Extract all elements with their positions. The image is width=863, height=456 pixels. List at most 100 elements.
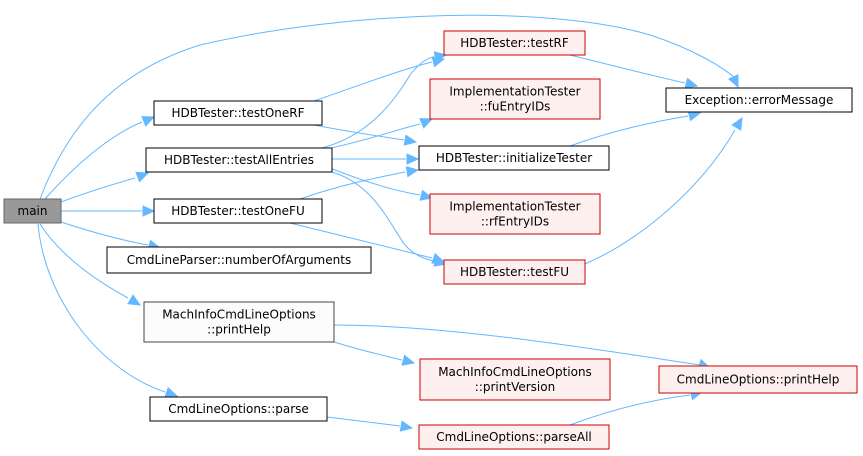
node-printVersion[interactable]: MachInfoCmdLineOptions::printVersion (419, 358, 611, 401)
node-box (106, 246, 372, 274)
arrowhead-icon (164, 386, 179, 398)
edge-main-to-numberOfArguments (57, 220, 162, 251)
node-testOneFU[interactable]: HDBTester::testOneFU (153, 198, 323, 224)
node-label: HDBTester::testAllEntries (164, 153, 314, 167)
node-label: ::printHelp (207, 323, 271, 337)
nodes-layer: main HDBTester::testOneRFHDBTester::testA… (3, 30, 858, 450)
node-box (153, 100, 323, 126)
node-box (658, 365, 858, 394)
edge-line (299, 171, 406, 200)
node-box (429, 193, 601, 235)
edge-line (57, 177, 136, 204)
node-box (418, 145, 610, 171)
node-label: HDBTester::initializeTester (436, 151, 592, 165)
arrowhead-icon (141, 116, 156, 127)
node-label: ImplementationTester (449, 85, 580, 99)
edge-main-to-testOneFU (58, 205, 156, 217)
edge-line (39, 14, 736, 200)
node-label: CmdLineParser::numberOfArguments (127, 253, 351, 267)
node-box (143, 301, 335, 343)
arrowhead-icon (728, 74, 739, 89)
node-cmdPrintHelp[interactable]: CmdLineOptions::printHelp (658, 365, 858, 394)
edge-line (329, 167, 421, 196)
edge-line (321, 123, 421, 151)
edge-line (37, 223, 166, 393)
node-testFU[interactable]: HDBTester::testFU (443, 259, 586, 285)
edge-main-to-machPrintHelp (39, 223, 142, 306)
arrowhead-icon (405, 166, 420, 178)
node-label: MachInfoCmdLineOptions (162, 308, 316, 322)
node-parseAll[interactable]: CmdLineOptions::parseAll (418, 424, 610, 450)
edge-line (321, 56, 435, 149)
edge-testOneRF-to-testRF (313, 56, 446, 102)
node-initializeTester[interactable]: HDBTester::initializeTester (418, 145, 610, 171)
node-numberOfArguments[interactable]: CmdLineParser::numberOfArguments (106, 246, 372, 274)
edge-line (333, 324, 701, 366)
arrowhead-icon (731, 116, 743, 131)
node-box (145, 147, 333, 173)
edge-testAllEntries-to-testRF (321, 51, 448, 149)
node-rfEntryIDs[interactable]: ImplementationTester::rfEntryIDs (429, 193, 601, 235)
edge-testAllEntries-to-fuEntryIDs (321, 118, 434, 151)
edge-main-to-testAllEntries (57, 171, 150, 204)
arrowhead-icon (142, 205, 156, 217)
edge-parse-to-parseAll (326, 416, 414, 432)
node-box (443, 30, 586, 56)
arrowhead-icon (127, 294, 142, 306)
edge-testOneFU-to-initializeTester (299, 166, 420, 200)
node-box (153, 198, 323, 224)
node-label: HDBTester::testRF (460, 36, 569, 50)
node-label: ::printVersion (475, 380, 555, 394)
node-machPrintHelp[interactable]: MachInfoCmdLineOptions::printHelp (143, 301, 335, 343)
edge-line (44, 121, 143, 200)
node-label: ImplementationTester (449, 200, 580, 214)
node-label: HDBTester::testOneRF (171, 106, 304, 120)
node-errorMessage[interactable]: Exception::errorMessage (665, 87, 853, 113)
edge-testAllEntries-to-rfEntryIDs (329, 167, 434, 201)
node-box (149, 396, 328, 422)
node-label: ::rfEntryIDs (481, 215, 549, 229)
edge-line (333, 341, 403, 361)
arrowhead-icon (403, 134, 418, 146)
node-label: main (18, 204, 48, 218)
edge-main-to-errorMessage (39, 14, 739, 200)
edge-line (313, 61, 433, 102)
edge-line (331, 171, 435, 262)
edge-line (57, 220, 149, 246)
edge-main-to-testOneRF (44, 116, 156, 200)
node-testAllEntries[interactable]: HDBTester::testAllEntries (145, 147, 333, 173)
node-label: HDBTester::testFU (460, 265, 569, 279)
node-box (419, 358, 611, 401)
edge-line (289, 222, 433, 259)
node-label: HDBTester::testOneFU (171, 204, 304, 218)
node-testRF[interactable]: HDBTester::testRF (443, 30, 586, 56)
arrowhead-icon (419, 118, 434, 129)
arrowhead-icon (433, 51, 448, 63)
edge-line (584, 129, 736, 265)
arrowhead-icon (431, 252, 446, 264)
edge-line (39, 223, 129, 299)
arrowhead-icon (684, 77, 699, 89)
arrowhead-icon (419, 189, 434, 201)
edge-testOneFU-to-testFU (289, 222, 446, 264)
node-label: CmdLineOptions::parseAll (436, 430, 592, 444)
node-label: CmdLineOptions::printHelp (677, 373, 840, 387)
edge-line (313, 124, 405, 141)
node-fuEntryIDs[interactable]: ImplementationTester::fuEntryIDs (429, 78, 601, 120)
node-box (429, 78, 601, 120)
node-label: CmdLineOptions::parse (168, 402, 309, 416)
node-label: Exception::errorMessage (685, 93, 834, 107)
edge-line (569, 115, 689, 147)
node-label: MachInfoCmdLineOptions (438, 365, 592, 379)
edge-testFU-to-errorMessage (584, 116, 743, 265)
node-box (3, 198, 62, 224)
node-main[interactable]: main (3, 198, 62, 224)
edge-line (569, 54, 686, 84)
node-box (418, 424, 610, 450)
arrowhead-icon (135, 171, 150, 183)
edge-testAllEntries-to-initializeTester (332, 153, 420, 165)
node-testOneRF[interactable]: HDBTester::testOneRF (153, 100, 323, 126)
node-parse[interactable]: CmdLineOptions::parse (149, 396, 328, 422)
arrowhead-icon (399, 420, 414, 432)
